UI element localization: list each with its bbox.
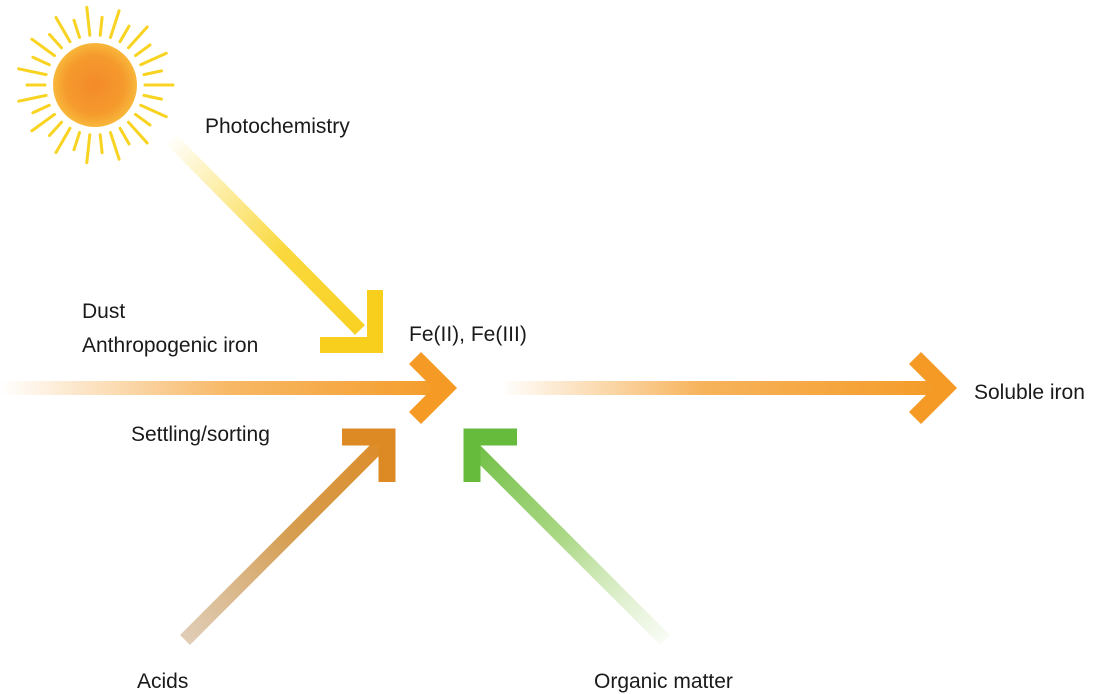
acids-arrow [180, 428, 396, 645]
sun-ray [134, 43, 152, 58]
sun-ray [98, 15, 104, 37]
sun-ray [139, 51, 168, 67]
photochemistry-arrow [167, 135, 383, 353]
sun-ray [109, 9, 121, 39]
sun-ray [31, 55, 51, 67]
sun-core [53, 43, 137, 127]
sun-ray [54, 16, 72, 44]
sun-ray [142, 93, 163, 101]
sun-ray [30, 37, 56, 58]
organic-matter-label: Organic matter [594, 670, 733, 693]
settling-sorting-label: Settling/sorting [131, 423, 270, 446]
sun-ray [127, 25, 149, 50]
sun-ray [48, 120, 63, 137]
iron-species-label: Fe(II), Fe(III) [409, 323, 527, 346]
organic-matter-arrow [463, 428, 670, 645]
sun-ray [17, 93, 48, 103]
sun-ray [134, 112, 152, 127]
sun-ray [30, 112, 56, 133]
acids-label: Acids [137, 670, 189, 693]
sun-ray [48, 33, 63, 50]
photochemistry-label: Photochemistry [205, 115, 350, 138]
sun-rays [17, 5, 175, 165]
dust-input-arrow [0, 351, 458, 425]
soluble-iron-output-arrow [505, 351, 958, 425]
sun-icon [17, 5, 175, 165]
sun-ray [127, 120, 149, 145]
sun-ray [54, 126, 72, 154]
soluble-iron-label: Soluble iron [974, 381, 1085, 404]
sun-ray [31, 103, 51, 115]
sun-ray [98, 133, 104, 155]
sun-ray [109, 131, 121, 161]
sun-ray [72, 131, 81, 152]
dust-label: Dust [82, 300, 126, 323]
sun-ray [85, 133, 92, 165]
sun-ray [17, 67, 48, 77]
sun-ray [85, 5, 92, 37]
anthropogenic-iron-label: Anthropogenic iron [82, 334, 259, 357]
sun-ray [118, 24, 131, 44]
sun-ray [118, 126, 131, 146]
sun-ray [142, 69, 163, 77]
sun-ray [139, 103, 168, 119]
sun-ray [72, 18, 81, 39]
